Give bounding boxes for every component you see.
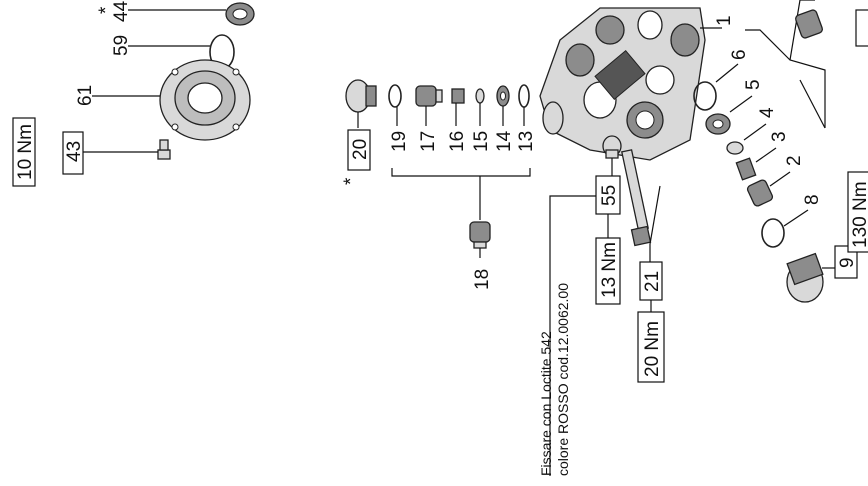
part-5-seat	[705, 113, 731, 135]
part-55-plug	[602, 135, 622, 159]
part-20-plug	[345, 79, 377, 113]
label-13: 13	[516, 131, 537, 152]
part-61-flange	[159, 59, 251, 141]
part-21-bolt	[621, 149, 652, 247]
note-line1: Fissare con Loctite 542	[538, 331, 554, 476]
label-44: 44	[111, 0, 132, 22]
part-3-spring	[735, 157, 757, 181]
box-55: 55	[595, 175, 621, 215]
box-20: 20	[347, 129, 371, 171]
part-1-pump-head	[539, 7, 706, 161]
svg-text:55: 55	[599, 185, 620, 206]
label-3: 3	[769, 131, 790, 142]
label-61: 61	[75, 85, 96, 106]
part-2-valve	[746, 179, 774, 207]
part-14-seat	[496, 85, 510, 107]
label-8: 8	[802, 194, 823, 205]
part-17-valve	[415, 85, 443, 107]
label-15: 15	[471, 131, 492, 152]
part-13-oring	[518, 84, 530, 108]
label-6: 6	[729, 49, 750, 60]
svg-text:13 Nm: 13 Nm	[599, 242, 620, 298]
box-21: 21	[639, 261, 663, 301]
part-15-washer	[475, 88, 485, 104]
label-1: 1	[714, 15, 735, 26]
torque-130nm: 130 Nm	[847, 171, 868, 253]
svg-text:43: 43	[64, 141, 85, 162]
svg-text:21: 21	[642, 271, 663, 292]
box-partial-right	[855, 9, 868, 47]
label-2: 2	[784, 155, 805, 166]
label-5: 5	[743, 79, 764, 90]
box-43: 43	[62, 131, 85, 175]
part-44-seal	[225, 2, 255, 26]
part-9-plug	[786, 252, 824, 303]
torque-10nm: 10 Nm	[12, 117, 36, 187]
svg-text:10 Nm: 10 Nm	[15, 124, 36, 180]
torque-20nm: 20 Nm	[637, 311, 665, 383]
part-valve-upper	[795, 9, 823, 39]
star-mid: *	[341, 177, 362, 185]
label-16: 16	[447, 131, 468, 152]
part-16-spring	[451, 88, 465, 104]
torque-13nm: 13 Nm	[595, 237, 621, 305]
note-line2: colore ROSSO cod.12.0062.00	[555, 283, 571, 476]
svg-text:20: 20	[350, 139, 371, 160]
part-6-oring	[693, 81, 717, 111]
svg-text:130 Nm: 130 Nm	[850, 181, 868, 248]
label-4: 4	[757, 107, 778, 118]
box-9: 9	[834, 245, 858, 279]
star-left: *	[96, 6, 117, 14]
svg-text:20 Nm: 20 Nm	[642, 321, 663, 377]
part-19-oring	[388, 84, 402, 108]
part-43-screw	[157, 139, 171, 160]
label-19: 19	[389, 131, 410, 152]
svg-text:9: 9	[837, 257, 858, 268]
part-4-washer	[726, 141, 744, 155]
label-59: 59	[111, 35, 132, 56]
label-14: 14	[494, 130, 515, 152]
part-18-valve-assy	[469, 221, 491, 249]
label-17: 17	[418, 131, 439, 152]
part-8-oring	[761, 218, 785, 248]
label-18: 18	[472, 269, 493, 290]
